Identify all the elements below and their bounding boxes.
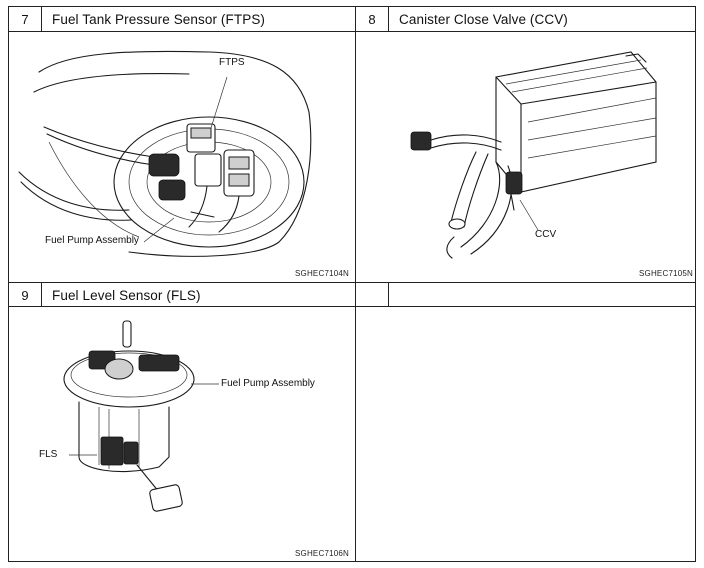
fuel-pump-assembly-callout: Fuel Pump Assembly [45, 235, 139, 246]
fuel-pump-assembly-callout: Fuel Pump Assembly [221, 378, 315, 389]
row-divider [9, 306, 695, 307]
cell-9-header: 9 Fuel Level Sensor (FLS) [9, 283, 355, 307]
cell-number [356, 283, 389, 307]
cell-title: Fuel Tank Pressure Sensor (FTPS) [52, 11, 266, 27]
cell-number: 9 [9, 283, 42, 307]
figure-code: SGHEC7105N [639, 269, 694, 278]
ftps-illustration [18, 50, 312, 257]
ftps-callout: FTPS [219, 57, 245, 68]
fls-illustration [63, 320, 219, 512]
cell-title: Fuel Level Sensor (FLS) [52, 287, 201, 303]
cell-7-header: 7 Fuel Tank Pressure Sensor (FTPS) [9, 7, 355, 31]
ccv-callout: CCV [535, 229, 557, 240]
cell-title: Canister Close Valve (CCV) [399, 11, 568, 27]
cell-number: 8 [356, 7, 389, 31]
cell-number: 7 [9, 7, 42, 31]
row-divider [9, 282, 695, 283]
figure-code: SGHEC7104N [295, 269, 350, 278]
fls-callout: FLS [39, 449, 58, 460]
empty-cell-header [356, 283, 696, 307]
cell-8-header: 8 Canister Close Valve (CCV) [356, 7, 696, 31]
component-table: 7 Fuel Tank Pressure Sensor (FTPS) 8 Can… [8, 6, 696, 562]
column-divider [355, 7, 356, 561]
ccv-illustration [410, 51, 657, 259]
figure-code: SGHEC7106N [295, 549, 350, 558]
row-divider [9, 31, 695, 32]
